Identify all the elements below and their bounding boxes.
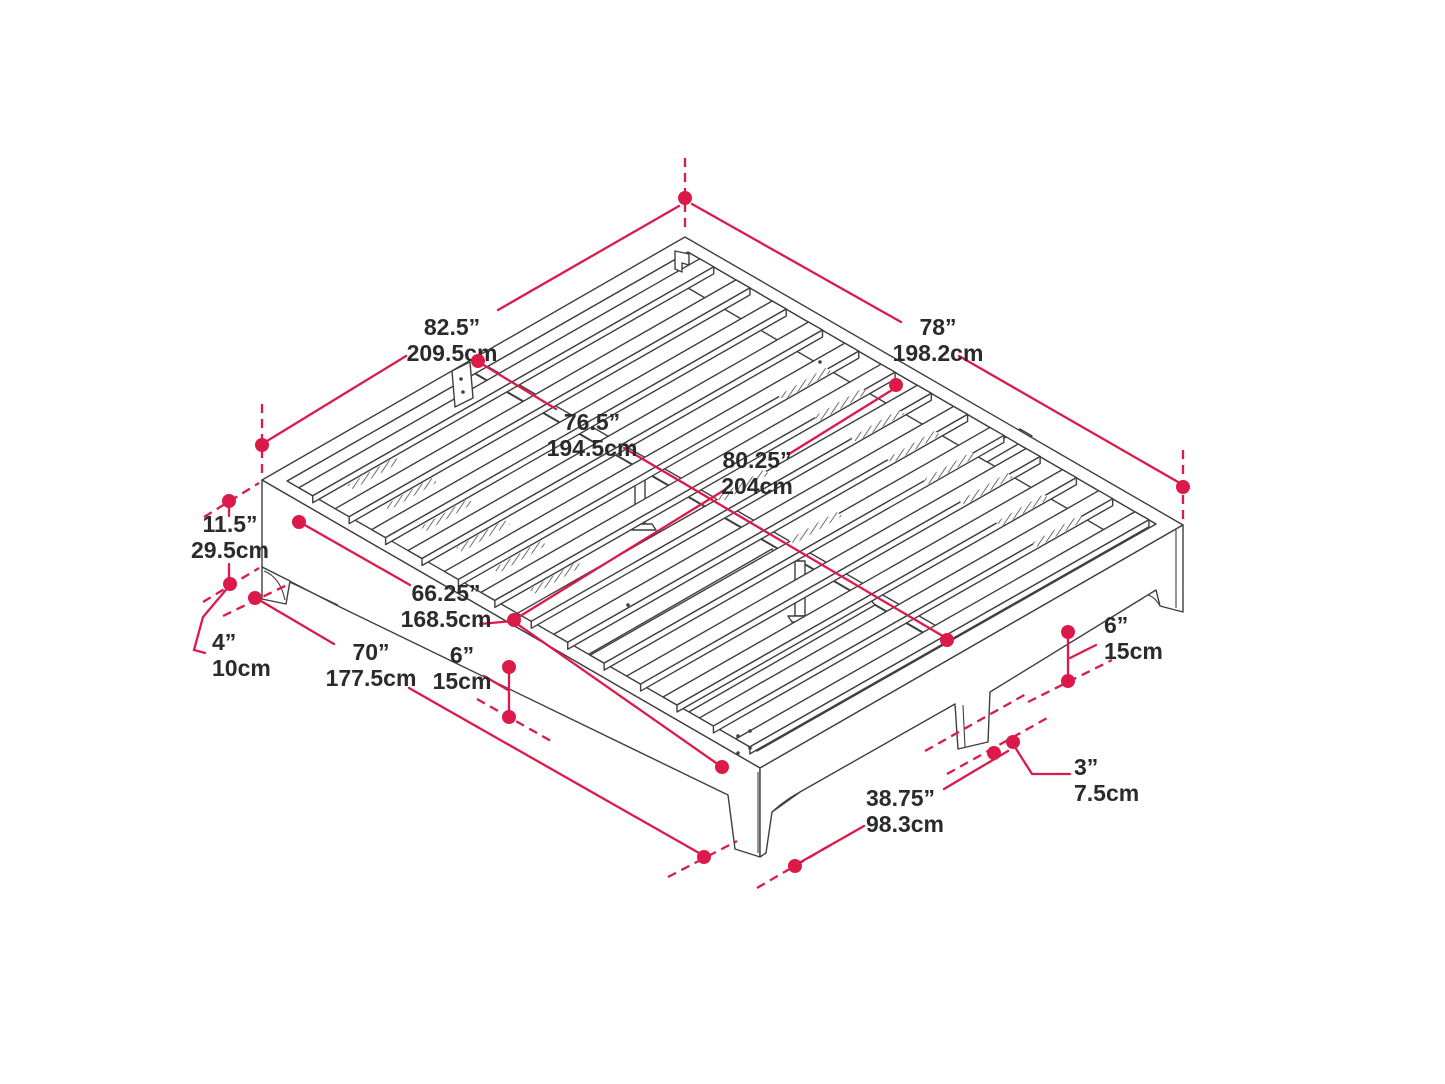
label-clearance-right-in: 6” — [1104, 612, 1128, 638]
dimension-inner-diagonal: 80.25” 204cm — [507, 378, 903, 627]
dimension-inner-width: 76.5” 194.5cm — [471, 354, 954, 647]
dimension-outer-width: 78” 198.2cm — [690, 202, 1190, 522]
label-inner-base-length-cm: 168.5cm — [401, 606, 492, 632]
dimension-leg-foot: 4” 10cm — [192, 583, 271, 681]
label-leg-spacing-in: 38.75” — [866, 785, 935, 811]
slat-gap-hatching — [347, 367, 1086, 594]
label-base-length-in: 70” — [352, 639, 389, 665]
label-leg-depth-in: 3” — [1074, 754, 1098, 780]
label-inner-base-length-in: 66.25” — [411, 580, 480, 606]
label-leg-spacing-cm: 98.3cm — [866, 811, 944, 837]
label-side-height-in: 11.5” — [203, 511, 258, 537]
front-corner-post — [736, 729, 759, 853]
mounting-plate — [451, 361, 474, 408]
dimension-base-length: 70” 177.5cm — [222, 583, 738, 879]
dimension-leg-spacing: 38.75” 98.3cm — [756, 749, 1010, 889]
label-base-length-cm: 177.5cm — [326, 665, 417, 691]
label-leg-depth-cm: 7.5cm — [1074, 780, 1139, 806]
label-outer-length-in: 82.5” — [424, 314, 480, 340]
label-inner-width-cm: 194.5cm — [547, 435, 638, 461]
dimension-clearance-right: 6” 15cm — [1027, 612, 1163, 704]
label-leg-foot-cm: 10cm — [212, 655, 271, 681]
label-clearance-left-in: 6” — [450, 642, 474, 668]
label-side-height-cm: 29.5cm — [191, 537, 269, 563]
label-clearance-right-cm: 15cm — [1104, 638, 1163, 664]
label-clearance-left-cm: 15cm — [433, 668, 492, 694]
dimension-side-height: 11.5” 29.5cm — [191, 482, 269, 603]
label-outer-width-in: 78” — [919, 314, 956, 340]
label-inner-diagonal-cm: 204cm — [721, 473, 793, 499]
right-side-rail — [759, 524, 1184, 858]
label-inner-width-in: 76.5” — [564, 409, 620, 435]
slat-hook-bracket — [674, 250, 690, 273]
dimension-leg-depth: 3” 7.5cm — [924, 692, 1139, 806]
label-leg-foot-in: 4” — [212, 629, 236, 655]
dimension-inner-base-length: 66.25” 168.5cm — [292, 515, 729, 774]
label-outer-width-cm: 198.2cm — [893, 340, 984, 366]
label-inner-diagonal-in: 80.25” — [722, 447, 791, 473]
dimension-clearance-left: 6” 15cm — [433, 642, 552, 743]
